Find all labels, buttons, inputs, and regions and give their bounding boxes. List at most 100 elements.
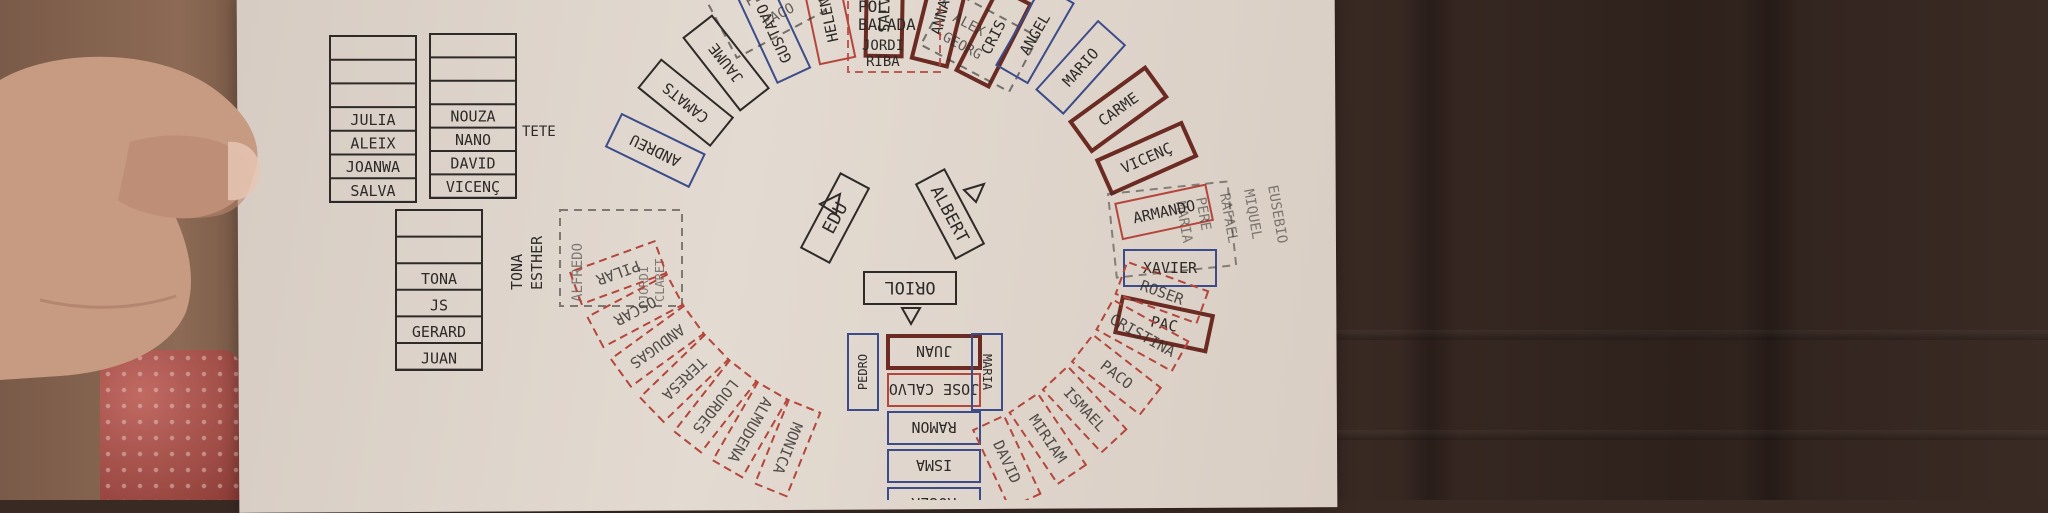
seat: JAUME [682,14,770,112]
head-name: ORIOL [884,277,935,297]
seat: ANDREU [604,112,706,189]
seat-box [753,398,822,498]
name-label: VICENÇ [446,178,500,196]
hand-palm [0,56,258,380]
table-bottom-left-fan: MONICAALMUDENALOURDESTERESAANDUGASOSCARP… [568,239,822,498]
seat-box [1112,294,1216,354]
name-label: BALADA [858,15,916,34]
seat: CARME [1067,64,1170,154]
name-label: XAVIER [1143,259,1198,277]
head-seat [914,168,986,260]
name-label: ISMA [916,456,952,474]
seat-box [953,0,1034,90]
name-label: EUSEBIO [1264,184,1290,245]
name-label: MARIO [1059,45,1103,91]
table-top-right-head: ALBERT [914,168,986,260]
name-label: JAUME [705,40,747,87]
seat-box [1035,19,1127,115]
name-label: ROGER [910,494,956,500]
name-label: JS [430,296,448,314]
dashed-table [847,0,941,73]
name-label: RIBA [866,54,900,70]
cloth-seam [1320,430,2048,440]
cloth-fold [1400,0,1460,500]
name-label: RAMON [911,418,956,436]
fabric-dots [100,350,240,500]
seat-box [1094,120,1199,196]
seat-box [1114,183,1215,241]
name-label: ISMAEL [1060,383,1110,435]
seat: ANGEL [995,0,1075,85]
name-label: JORDI [862,38,904,54]
name-label: MARIA [1172,200,1195,245]
name-label: DAVID [450,154,495,172]
dashed-table [559,209,683,307]
name-label: POL [858,0,887,16]
table-top-left-head: EDU [799,172,871,264]
name-label: MIQUEL [1240,188,1265,241]
name-label: JOANWA [346,158,400,176]
name-label: RAFAEL [1216,192,1241,245]
seat-box [737,0,812,85]
name-label: CARME [1095,89,1142,130]
name-label: ANDUGAS [626,320,688,372]
seat-box [637,58,735,148]
hand-thumb [0,56,261,380]
seat-box [971,333,1003,411]
seat-box [586,273,685,349]
seat-box [1095,298,1190,373]
thumbnail [228,141,261,201]
seat-box [1114,260,1210,325]
seat: CAMATS [637,58,735,148]
head-seat [799,172,871,264]
name-label: OSCAR [610,292,659,330]
name-label: JOSE CALVO [889,380,979,398]
table-center-head: ORIOL [863,271,957,305]
name-label: JUAN [421,350,457,368]
direction-arrow [817,192,842,216]
table-right-dashed [1106,180,1238,279]
name-label: MARIA [980,354,994,391]
side-label: TETE [522,124,556,140]
seat-box [1041,364,1128,454]
name-label: NOUZA [450,108,495,126]
name-label: DAVID [989,438,1024,487]
dashed-table [1106,180,1238,279]
name-label: ESTHER [528,235,546,290]
name-label: ALEIX [350,135,395,153]
direction-arrow [900,307,922,327]
thumb-shadow [118,135,252,219]
seat: SALVA [863,0,906,59]
seat-box [863,0,906,59]
seat-box [682,14,770,112]
name-label: JUAN [916,342,952,360]
cloth-fold [1740,0,1800,500]
name-label: ANDREU [627,130,684,170]
name-label: CAMATS [659,79,712,127]
seat-box [887,373,981,407]
name-label: SALVA [875,0,894,33]
polka-dot-fabric [100,350,240,500]
seat-box [886,334,982,370]
name-label: PEDRO [856,354,870,390]
seat-box [971,414,1042,500]
seat-box [995,0,1075,85]
seat-box [887,487,981,500]
table-left-bottom: TONA JS GERARD JUAN [395,209,483,371]
seat: MARIO [1035,19,1127,115]
seat-box [609,304,706,388]
cloth-seam [1320,330,2048,340]
seat-box [1008,392,1088,486]
name-label: GERARD [412,323,466,341]
name-label: PERE [1192,196,1214,232]
name-label: MIRIAM [1025,411,1070,466]
name-label: ALFREDO [570,243,586,302]
name-label: TONA [421,270,457,288]
head-seat [863,271,957,305]
name-label: LOURDES [689,376,742,437]
name-label: HELENA [814,0,843,44]
